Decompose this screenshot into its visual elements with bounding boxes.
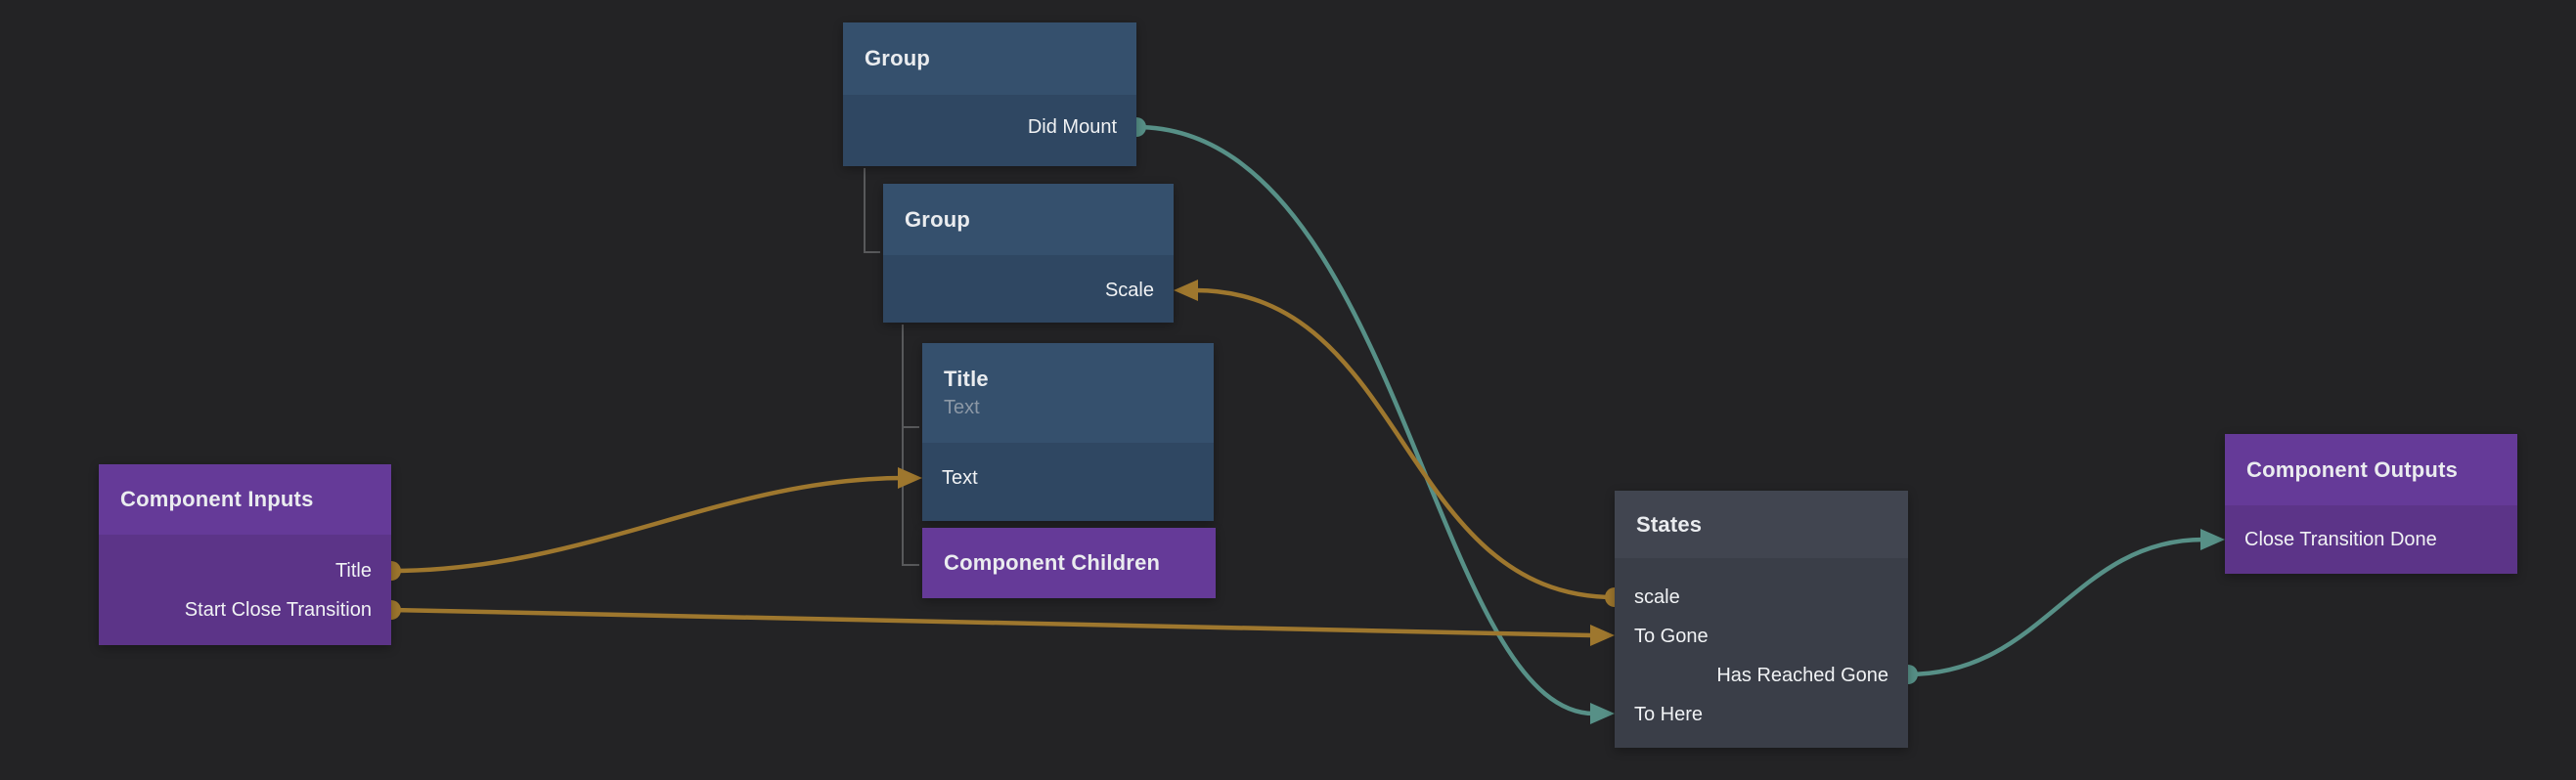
node-body: Close Transition Done [2225,505,2517,574]
port-label: scale [1634,585,1680,608]
node-body: Text [922,443,1214,521]
node-body: Did Mount [843,95,1136,166]
port-row-start-close-transition[interactable]: Start Close Transition [99,590,391,629]
edge-hasreachedgone-closetransitiondone[interactable] [1905,537,2206,677]
node-header: Title Text [922,343,1214,443]
node-title: Component Outputs [2246,456,2459,482]
port-row-to-gone[interactable]: To Gone [1615,617,1908,656]
port-scale-input-arrow-icon[interactable] [1174,280,1198,301]
node-title: States [1636,511,1703,537]
port-label: Did Mount [1027,115,1117,138]
node-component-outputs[interactable]: Component Outputs Close Transition Done [2225,434,2517,574]
edge-scale-scale[interactable] [1192,287,1618,600]
node-title-text[interactable]: Title Text Text [922,343,1214,521]
node-header: Group [883,184,1174,255]
port-label: Start Close Transition [184,598,372,621]
port-label: Text [942,466,978,489]
edge-startclosetransition-togone[interactable] [388,607,1594,638]
node-header: Component Outputs [2225,434,2517,505]
port-row-close-transition-done[interactable]: Close Transition Done [2225,520,2517,559]
node-header: Component Inputs [99,464,391,535]
edge-title-text[interactable] [388,475,908,574]
edge-didmount-tohere[interactable] [1133,124,1597,716]
node-title: Component Children [944,550,1161,575]
node-component-inputs[interactable]: Component Inputs Title Start Close Trans… [99,464,391,645]
node-header: Group [843,22,1136,95]
node-title: Group [865,46,930,70]
port-text-input-arrow-icon[interactable] [898,467,922,489]
node-group-2[interactable]: Group Scale [883,184,1174,323]
node-states[interactable]: States scale To Gone Has Reached Gone To… [1615,491,1908,748]
port-closetransitiondone-input-arrow-icon[interactable] [2200,529,2225,550]
port-label: Has Reached Gone [1716,664,1888,686]
hierarchy-connector-group2-children [902,325,919,566]
port-row-scale-output[interactable]: scale [1615,578,1908,617]
hierarchy-connector-group1-group2 [864,168,880,253]
node-header: Component Children [922,528,1216,598]
node-body: Scale [883,255,1174,323]
node-body: scale To Gone Has Reached Gone To Here [1615,558,1908,748]
port-label: To Gone [1634,625,1709,647]
node-body: Title Start Close Transition [99,535,391,645]
port-row-did-mount[interactable]: Did Mount [843,108,1136,147]
node-component-children[interactable]: Component Children [922,528,1216,598]
port-tohere-input-arrow-icon[interactable] [1590,703,1615,724]
node-title: Title [944,367,989,391]
port-row-to-here[interactable]: To Here [1615,695,1908,734]
node-group-1[interactable]: Group Did Mount [843,22,1136,166]
port-row-title[interactable]: Title [99,551,391,590]
port-label: Scale [1104,279,1154,301]
port-label: Title [334,559,372,582]
port-row-text[interactable]: Text [922,458,1214,498]
port-label: Close Transition Done [2244,528,2437,550]
node-title: Component Inputs [120,487,314,511]
node-header: States [1615,491,1908,558]
node-subtitle: Text [944,397,980,418]
port-row-scale[interactable]: Scale [883,271,1174,310]
port-label: To Here [1634,703,1704,725]
port-row-has-reached-gone[interactable]: Has Reached Gone [1615,656,1908,695]
node-title: Group [905,206,970,232]
port-togone-input-arrow-icon[interactable] [1590,625,1615,646]
